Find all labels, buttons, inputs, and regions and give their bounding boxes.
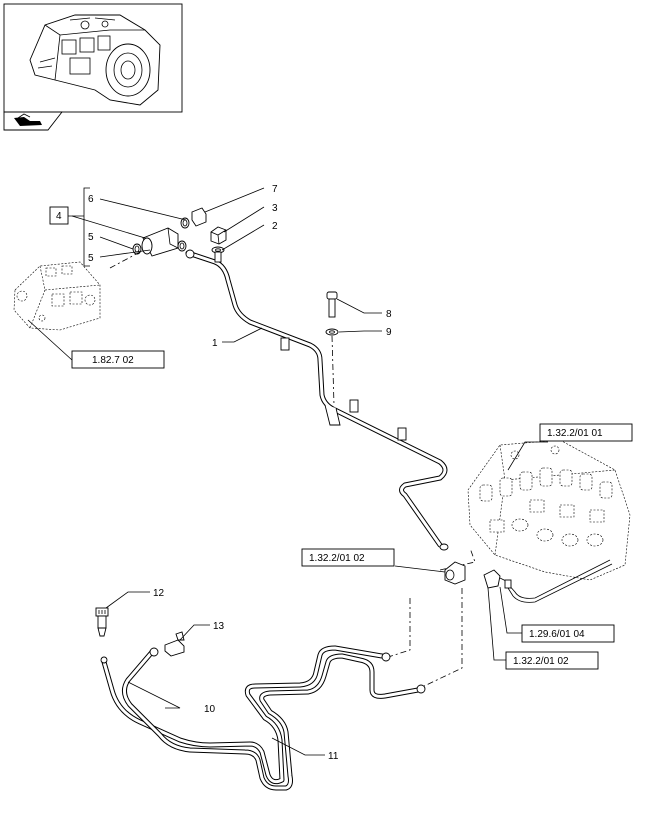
ref-text: 1.32.2/01 02	[513, 656, 569, 667]
nut-3	[210, 226, 227, 245]
assembly-line-left	[109, 251, 141, 269]
pipe-1	[185, 249, 449, 551]
callout-1: 1	[212, 338, 218, 349]
ref-text: 1.82.7 02	[92, 355, 134, 366]
fitting-valve-adapter	[444, 561, 466, 585]
pipe-11	[122, 647, 426, 791]
assembly-line-valve	[439, 547, 476, 571]
callout-4: 4	[56, 211, 62, 222]
callout-13: 13	[213, 621, 225, 632]
ref-box-1-29-6-01-04[interactable]: 1.29.6/01 04	[521, 624, 615, 643]
ref-text: 1.32.2/01 02	[309, 553, 365, 564]
assembly-line-center	[384, 598, 411, 659]
callout-8: 8	[386, 309, 392, 320]
cap-7	[191, 207, 207, 227]
ref-box-1-32-2-01-02-center[interactable]: 1.32.2/01 02	[301, 548, 395, 567]
sensor-12	[95, 607, 109, 637]
ref-box-1-82-7-02[interactable]: 1.82.7 02	[71, 350, 165, 369]
callout-2: 2	[272, 221, 278, 232]
callout-7: 7	[272, 184, 278, 195]
assembly-line-right	[419, 588, 463, 689]
assembly-line-bolt	[331, 335, 335, 406]
callout-5b: 5	[88, 253, 94, 264]
wiring-harness	[504, 559, 613, 603]
control-valve-block-right	[467, 439, 631, 581]
pressure-switch-fitting	[483, 569, 509, 589]
pipe-10	[100, 645, 391, 785]
callout-labels: 7 6 3 2 5 5 4 1 8 9 12 13 10 11	[49, 184, 392, 762]
washer-9	[325, 328, 339, 336]
o-ring-5b	[177, 240, 187, 252]
callout-5a: 5	[88, 232, 94, 243]
book-hand-icon	[14, 113, 42, 126]
thumbnail-panel	[3, 3, 183, 113]
callout-4-box: 4	[49, 206, 69, 225]
adapter-fitting-4	[141, 227, 179, 257]
callout-6: 6	[88, 194, 94, 205]
callout-9: 9	[386, 327, 392, 338]
callout-11: 11	[328, 751, 339, 762]
ref-box-1-32-2-01-01[interactable]: 1.32.2/01 01	[539, 423, 633, 442]
leader-lines	[27, 187, 548, 756]
nav-tab[interactable]	[3, 111, 63, 131]
ref-text: 1.29.6/01 04	[529, 629, 585, 640]
control-valve-block-left	[13, 261, 101, 331]
callout-12: 12	[153, 588, 165, 599]
ref-box-1-32-2-01-02-right[interactable]: 1.32.2/01 02	[505, 651, 599, 670]
fitting-13	[164, 631, 185, 657]
ref-text: 1.32.2/01 01	[547, 428, 603, 439]
washer-2	[211, 246, 225, 263]
transmission-thumbnail-image	[29, 14, 161, 106]
callout-3: 3	[272, 203, 278, 214]
callout-10: 10	[204, 704, 216, 715]
bolt-8	[326, 291, 338, 318]
